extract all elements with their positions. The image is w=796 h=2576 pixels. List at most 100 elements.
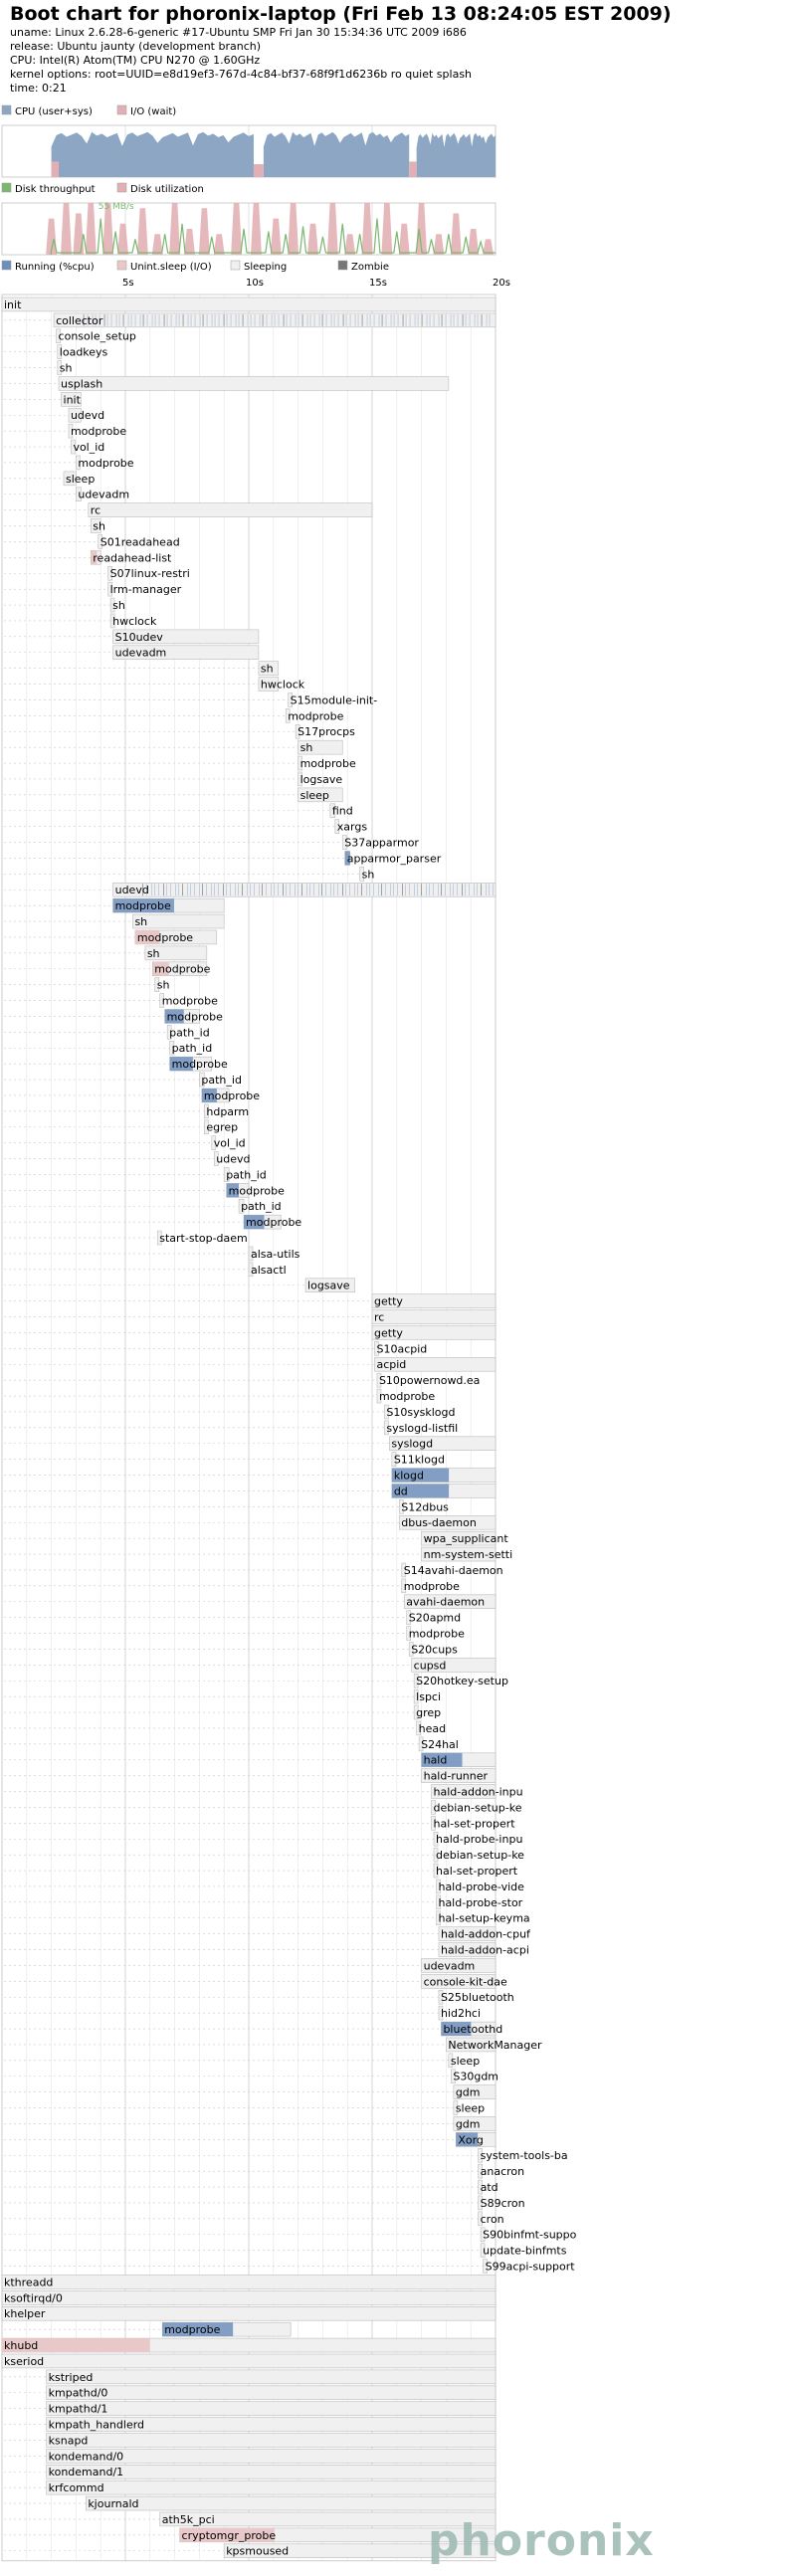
process-bar <box>431 1816 436 1831</box>
process-bar <box>438 2005 444 2021</box>
process-bar <box>156 1230 162 1246</box>
process-label: S99acpi-support <box>486 2261 576 2274</box>
disk-util-peak-14 <box>270 218 282 255</box>
process-label: logsave <box>300 773 343 786</box>
legend-running-label: Running (%cpu) <box>15 262 95 273</box>
legend-util-swatch <box>116 182 127 193</box>
process-bar <box>371 1309 497 1324</box>
process-bar <box>376 1388 382 1404</box>
process-label: modprobe <box>162 995 218 1008</box>
process-bar <box>478 2163 483 2179</box>
process-label: path_id <box>172 1042 213 1055</box>
process-label: syslogd-listfil <box>386 1422 458 1435</box>
process-bar <box>46 2465 497 2479</box>
disk-util-peak-7 <box>151 234 163 255</box>
process-label: head <box>419 1722 446 1735</box>
process-label: hald-addon-inpu <box>434 1786 523 1799</box>
process-label: rc <box>374 1311 384 1324</box>
process-bar <box>112 882 497 897</box>
process-bar <box>223 1167 230 1182</box>
process-label: kmpathd/0 <box>49 2387 108 2400</box>
process-label: ath5k_pci <box>162 2513 215 2526</box>
process-bar <box>451 2069 456 2084</box>
process-bar <box>46 2433 497 2448</box>
legend-cpu-label: CPU (user+sys) <box>15 106 93 117</box>
process-label: sh <box>147 947 160 960</box>
process-bar <box>433 1847 439 1863</box>
process-bar <box>304 1278 355 1293</box>
disk-util-peak-6 <box>136 208 148 255</box>
process-bar <box>431 1800 436 1815</box>
process-bar <box>63 471 77 487</box>
cpu-area-1 <box>263 131 410 177</box>
process-label: Xorg <box>458 2133 484 2146</box>
process-label: sh <box>134 915 147 928</box>
disk-util-peak-8 <box>169 203 181 255</box>
process-bar <box>46 2385 497 2401</box>
process-bar <box>248 1246 254 1262</box>
disk-util-peak-24 <box>450 213 462 255</box>
process-bar <box>76 487 82 501</box>
disk-util-peak-26 <box>483 239 495 255</box>
process-label: sh <box>300 741 313 754</box>
process-label: S37apparmor <box>344 837 419 850</box>
process-bar <box>46 2479 497 2495</box>
disk-util-peak-11 <box>213 234 225 255</box>
process-bar <box>438 1990 444 2005</box>
process-label: path_id <box>169 1026 210 1039</box>
process-label: hal-setup-keyma <box>438 1912 529 1925</box>
process-label: path_id <box>241 1200 282 1213</box>
process-label: hwclock <box>261 679 305 692</box>
process-bar <box>413 1688 419 1704</box>
process-label: S10sysklogd <box>386 1406 455 1419</box>
process-label: S15module-init- <box>291 694 378 706</box>
process-bar <box>398 1499 404 1514</box>
process-label: start-stop-daem <box>159 1232 248 1245</box>
process-bar <box>403 1594 497 1610</box>
process-bar <box>1 2353 497 2369</box>
process-bar <box>169 1040 174 1056</box>
process-bar <box>144 945 208 961</box>
process-label: collector <box>56 314 103 327</box>
process-label: bluetoothd <box>443 2023 502 2036</box>
process-label: modprobe <box>115 899 171 912</box>
process-bar <box>480 2243 486 2258</box>
process-label: sh <box>93 520 105 533</box>
process-label: kstriped <box>49 2371 94 2384</box>
process-label: cron <box>481 2213 504 2226</box>
process-bar <box>46 2417 497 2432</box>
disk-util-peak-21 <box>398 223 410 255</box>
process-label: init <box>4 298 22 311</box>
process-label: find <box>332 805 353 818</box>
io-area-2 <box>409 161 417 177</box>
process-running-fill <box>164 1009 184 1024</box>
process-running-fill <box>441 2022 472 2036</box>
process-bar <box>384 1420 389 1436</box>
process-bar <box>478 2179 483 2195</box>
process-label: modprobe <box>288 709 343 722</box>
process-bar <box>480 2227 486 2243</box>
disk-util-peak-0 <box>46 218 58 255</box>
disk-util-peak-22 <box>416 203 428 255</box>
process-bar <box>86 2495 497 2511</box>
process-bar <box>421 1530 497 1546</box>
process-label: S07linux-restri <box>110 567 190 580</box>
process-bar <box>359 867 364 882</box>
disk-util-peak-3 <box>85 203 97 255</box>
process-bar <box>384 1404 389 1420</box>
process-bar <box>413 1674 419 1688</box>
process-label: kjournald <box>88 2497 138 2510</box>
process-bar <box>57 344 63 359</box>
process-bar <box>159 993 165 1008</box>
cpu-area-0 <box>51 131 254 177</box>
legend-running-swatch <box>1 260 12 271</box>
process-bar <box>478 2195 483 2211</box>
process-label: sh <box>112 599 125 612</box>
process-bar <box>238 1199 245 1214</box>
process-label: acpid <box>376 1358 406 1371</box>
process-bar <box>413 1704 419 1720</box>
process-bar <box>453 2116 497 2131</box>
disk-util-peak-12 <box>231 203 243 255</box>
process-label: ksoftirqd/0 <box>4 2291 63 2304</box>
